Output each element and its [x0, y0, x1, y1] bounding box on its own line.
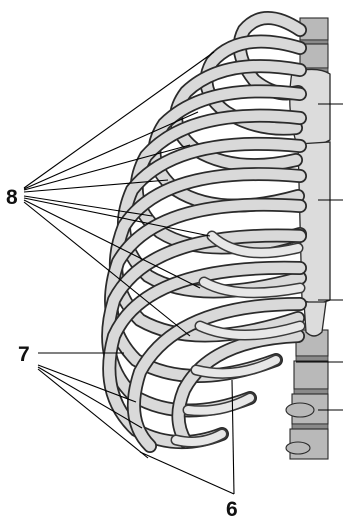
label-7: 7: [18, 343, 30, 366]
label-8: 8: [6, 186, 18, 209]
ribs: [108, 18, 300, 446]
label-6: 6: [226, 498, 238, 521]
